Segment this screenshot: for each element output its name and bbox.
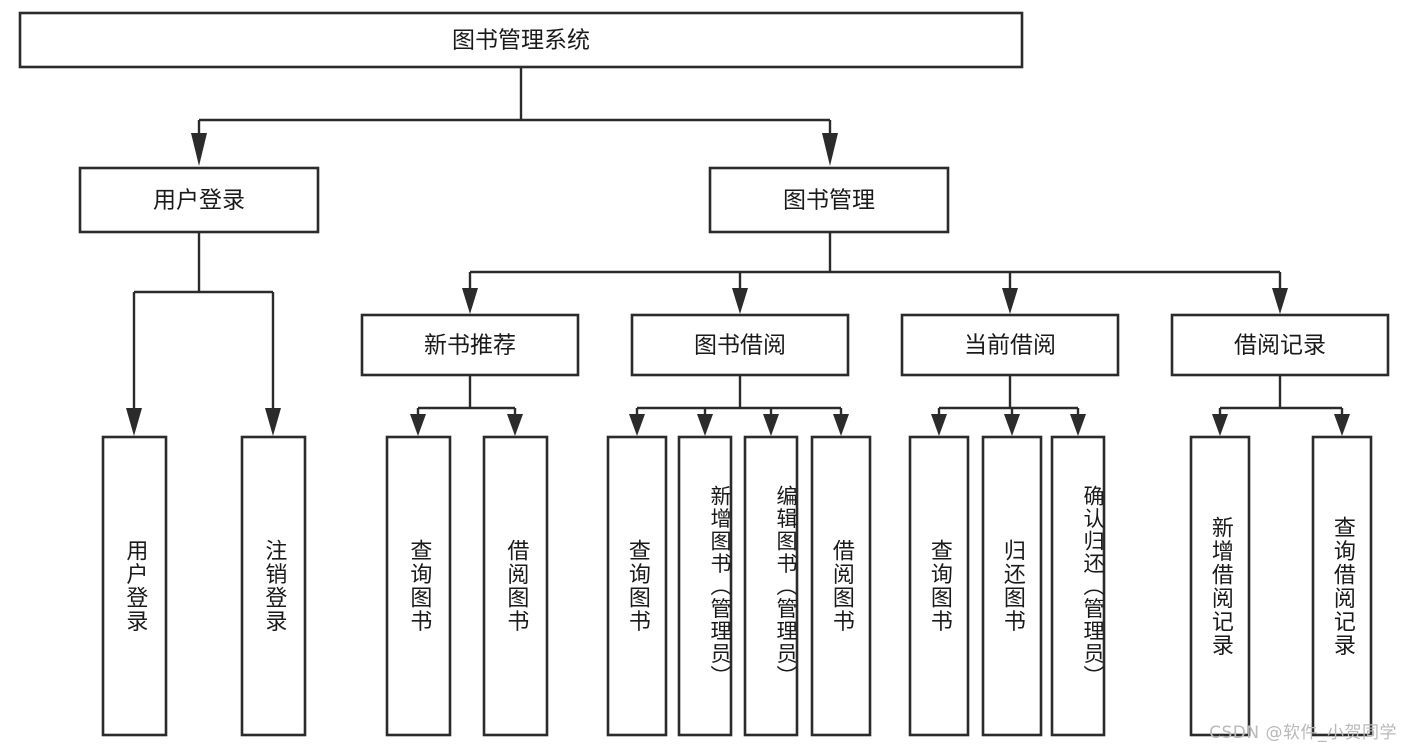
arrow-head-leaf-user-logout <box>265 408 281 436</box>
connector-group-root <box>191 67 838 166</box>
node-current-borrow-label: 当前借阅 <box>964 333 1056 359</box>
arrow-head-leaf-bb-add-book <box>697 414 713 436</box>
arrow-head-book-borrow <box>732 288 748 314</box>
arrow-head-leaf-user-login <box>126 408 142 436</box>
node-user-login-label: 用户登录 <box>153 188 245 214</box>
node-book-manage-label: 图书管理 <box>783 188 875 214</box>
connector-group-new-book-rec <box>410 375 523 436</box>
arrow-head-leaf-bb-query-book <box>629 414 645 436</box>
node-book-borrow-label: 图书借阅 <box>694 333 786 359</box>
arrow-head-book-manage <box>822 133 838 166</box>
arrow-head-leaf-cb-return-book <box>1004 414 1020 436</box>
connector-group-borrow-record <box>1212 375 1350 436</box>
node-book-borrow-box[interactable] <box>630 313 850 377</box>
node-leaf-cb-query-book-box[interactable] <box>908 435 970 737</box>
node-leaf-bb-borrow-book-box[interactable] <box>810 435 872 737</box>
arrow-head-leaf-cb-confirm-return <box>1070 414 1086 436</box>
node-leaf-cb-return-book-box[interactable] <box>981 435 1043 737</box>
node-root-box[interactable] <box>18 11 1024 69</box>
node-new-book-rec[interactable]: 新书推荐 <box>360 313 580 377</box>
connector-group-book-borrow <box>629 375 849 436</box>
node-current-borrow[interactable]: 当前借阅 <box>900 313 1120 377</box>
node-leaf-rec-query-book-box[interactable] <box>385 435 452 737</box>
node-leaf-bb-add-book-box[interactable] <box>677 435 733 737</box>
node-root-label: 图书管理系统 <box>452 28 590 54</box>
node-user-login-box[interactable] <box>78 166 320 234</box>
node-book-manage-box[interactable] <box>708 166 950 234</box>
node-book-manage[interactable]: 图书管理 <box>708 166 950 234</box>
arrow-head-leaf-bb-edit-book <box>763 414 779 436</box>
arrow-head-borrow-record <box>1272 288 1288 314</box>
node-borrow-record-box[interactable] <box>1170 313 1390 377</box>
connector-group-user-login <box>126 232 281 436</box>
csdn-watermark: CSDN @软件_小贺同学 <box>1209 723 1397 743</box>
node-leaf-bb-edit-book-box[interactable] <box>743 435 799 737</box>
node-new-book-rec-label: 新书推荐 <box>424 333 516 359</box>
node-root[interactable]: 图书管理系统 <box>18 11 1024 69</box>
arrow-head-user-login <box>191 133 207 166</box>
node-current-borrow-box[interactable] <box>900 313 1120 377</box>
node-leaf-user-login-box[interactable] <box>101 435 168 737</box>
node-borrow-record[interactable]: 借阅记录 <box>1170 313 1390 377</box>
arrow-head-leaf-cb-query-book <box>931 414 947 436</box>
arrow-head-leaf-bb-borrow-book <box>833 414 849 436</box>
connector-group-current-borrow <box>931 375 1086 436</box>
node-borrow-record-label: 借阅记录 <box>1234 333 1326 359</box>
arrow-head-new-book-rec <box>462 288 478 314</box>
connector-group-book-manage <box>462 232 1288 314</box>
node-leaf-user-logout-box[interactable] <box>240 435 307 737</box>
node-leaf-cb-confirm-return-box[interactable] <box>1050 435 1106 737</box>
node-book-borrow[interactable]: 图书借阅 <box>630 313 850 377</box>
arrow-head-current-borrow <box>1002 288 1018 314</box>
node-leaf-rec-borrow-book-box[interactable] <box>482 435 549 737</box>
node-leaf-br-query-record-box[interactable] <box>1311 435 1373 737</box>
node-new-book-rec-box[interactable] <box>360 313 580 377</box>
arrow-head-leaf-br-query-record <box>1334 414 1350 436</box>
arrow-head-leaf-rec-borrow-book <box>507 414 523 436</box>
arrow-head-leaf-br-add-record <box>1212 414 1228 436</box>
arrow-head-leaf-rec-query-book <box>410 414 426 436</box>
node-user-login[interactable]: 用户登录 <box>78 166 320 234</box>
node-leaf-bb-query-book-box[interactable] <box>606 435 668 737</box>
node-leaf-br-add-record-box[interactable] <box>1189 435 1251 737</box>
